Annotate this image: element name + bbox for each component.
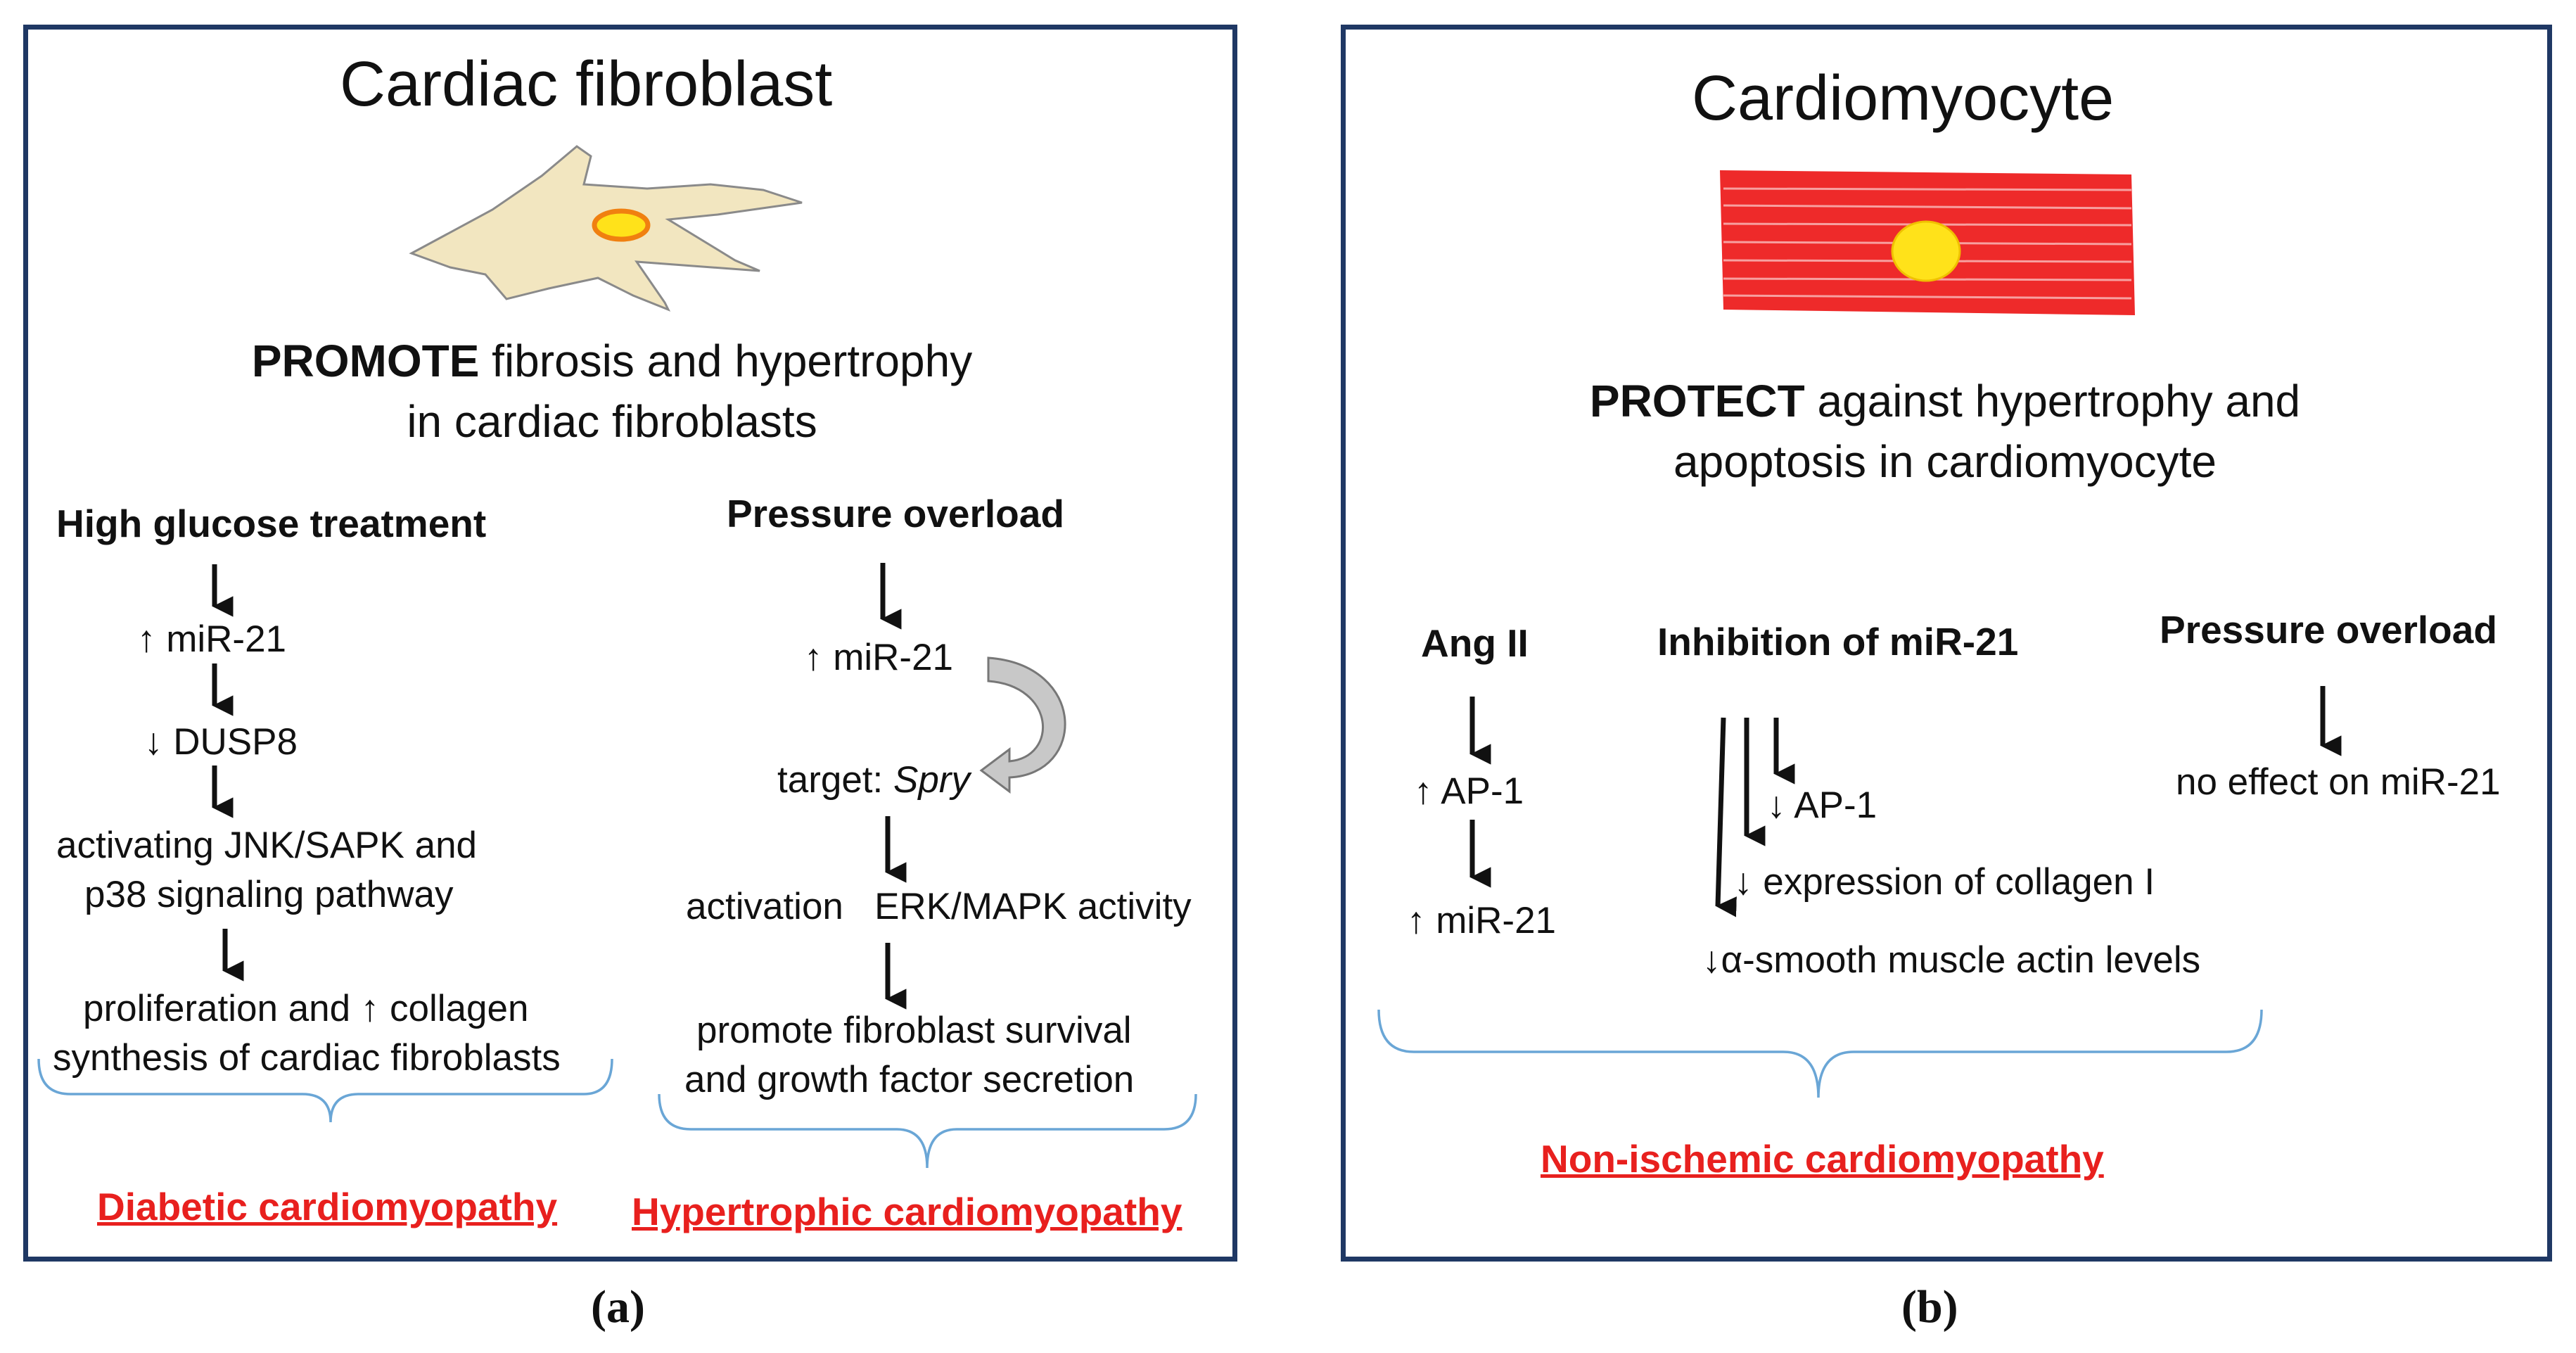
inhibition-effect-actin: ↓α-smooth muscle actin levels bbox=[1702, 939, 2201, 981]
target-gene-spry: Spry bbox=[893, 759, 970, 801]
panel-a-left-arrows bbox=[212, 564, 244, 982]
panel-b-headline-bold: PROTECT bbox=[1589, 376, 1805, 426]
curved-feedback-arrow-icon bbox=[979, 656, 1066, 794]
right-step-survival-line1: promote fibroblast survival bbox=[696, 1010, 1132, 1051]
pressure-overload-heading-b: Pressure overload bbox=[2160, 608, 2497, 652]
panel-a-right-arrows bbox=[880, 563, 907, 1010]
left-step-proliferation-line1: proliferation and ↑ collagen bbox=[83, 988, 529, 1029]
right-step-mir21: ↑ miR-21 bbox=[804, 637, 954, 678]
inhibition-effect-ap1: ↓ AP-1 bbox=[1767, 785, 1877, 826]
inhibition-effect-collagen: ↓ expression of collagen I bbox=[1734, 861, 2155, 903]
ang-ii-heading: Ang II bbox=[1421, 621, 1529, 665]
left-step-mir21: ↑ miR-21 bbox=[137, 618, 287, 660]
panel-b-headline-rest: against hypertrophy and bbox=[1804, 376, 2301, 426]
panel-a-headline-line2: in cardiac fibroblasts bbox=[407, 396, 817, 447]
left-step-dusp8: ↓ DUSP8 bbox=[144, 721, 298, 763]
brace-non-ischemic bbox=[1377, 1009, 2263, 1098]
diabetic-cardiomyopathy-label: Diabetic cardiomyopathy bbox=[97, 1185, 558, 1228]
caption-a: (a) bbox=[591, 1281, 645, 1333]
cardiomyocyte-cell-icon bbox=[1720, 170, 2135, 315]
cardiomyocyte-nucleus-icon bbox=[1891, 220, 1961, 282]
panel-b-headline: PROTECT against hypertrophy and apoptosi… bbox=[1467, 371, 2423, 493]
high-glucose-heading: High glucose treatment bbox=[56, 502, 487, 545]
panel-b-title: Cardiomyocyte bbox=[1692, 63, 2115, 134]
right-step-target: target: Spry bbox=[777, 761, 970, 799]
panel-a-title: Cardiac fibroblast bbox=[340, 49, 833, 120]
right-step-survival-line2: and growth factor secretion bbox=[684, 1059, 1135, 1100]
left-step-jnk-line2: p38 signaling pathway bbox=[84, 874, 454, 915]
hypertrophic-cardiomyopathy-label: Hypertrophic cardiomyopathy bbox=[632, 1190, 1182, 1233]
brace-hypertrophic bbox=[658, 1093, 1197, 1169]
pressure-overload-heading-a: Pressure overload bbox=[727, 492, 1064, 535]
fibroblast-nucleus-icon bbox=[592, 208, 651, 242]
left-step-jnk-line1: activating JNK/SAPK and bbox=[56, 825, 478, 866]
panel-b-arrows bbox=[1469, 686, 2342, 917]
panel-a-headline-rest: fibrosis and hypertrophy bbox=[479, 336, 973, 386]
panel-a-headline: PROMOTE fibrosis and hypertrophy in card… bbox=[141, 331, 1083, 452]
caption-b: (b) bbox=[1901, 1281, 1958, 1333]
panel-b-headline-line2: apoptosis in cardiomyocyte bbox=[1673, 436, 2217, 488]
ang-step-ap1: ↑ AP-1 bbox=[1414, 770, 1524, 812]
brace-diabetic bbox=[37, 1058, 613, 1123]
target-prefix: target: bbox=[777, 759, 893, 801]
panel-a-headline-bold: PROMOTE bbox=[251, 336, 480, 386]
non-ischemic-cardiomyopathy-label: Non-ischemic cardiomyopathy bbox=[1541, 1137, 2104, 1181]
right-step-erk-mapk: activation ERK/MAPK activity bbox=[686, 886, 1192, 927]
left-step-proliferation-line2: synthesis of cardiac fibroblasts bbox=[53, 1037, 561, 1079]
ang-step-mir21: ↑ miR-21 bbox=[1407, 900, 1557, 941]
pressure-no-effect: no effect on miR-21 bbox=[2176, 761, 2501, 803]
fibroblast-cell-icon bbox=[409, 145, 803, 312]
inhibition-mir21-heading: Inhibition of miR-21 bbox=[1657, 620, 2019, 663]
